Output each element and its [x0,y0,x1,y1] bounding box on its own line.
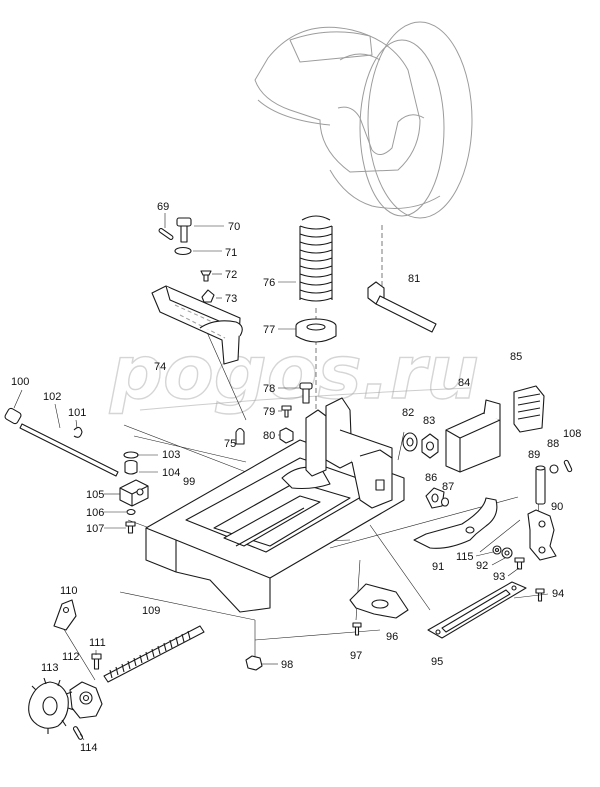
part-110-lever [53,599,77,631]
part-88-washer [549,464,559,474]
saw-head-outline [254,21,473,219]
label-92: 92 [476,560,488,572]
part-73-nut [201,289,215,303]
part-109-threaded-rod [103,625,205,683]
label-70: 70 [228,221,240,233]
label-79: 79 [263,406,275,418]
label-109: 109 [142,605,160,617]
part-82-washer [402,432,418,452]
part-87-washer [440,497,450,507]
watermark: pogos.ru [108,329,479,416]
part-83-nut [421,433,439,459]
label-71: 71 [225,247,237,259]
label-96: 96 [386,631,398,643]
label-99: 99 [183,476,195,488]
label-115: 115 [456,551,474,563]
label-102: 102 [43,391,61,403]
label-103: 103 [162,449,180,461]
part-84-chip-box [445,399,501,473]
label-69: 69 [157,201,169,213]
part-76-spring [299,215,333,302]
label-82: 82 [402,407,414,419]
label-86: 86 [425,472,437,484]
label-97: 97 [350,650,362,662]
part-113-knob [28,677,75,734]
label-73: 73 [225,293,237,305]
part-98-nut [245,655,263,671]
part-85-plate [513,385,545,433]
part-103-washer [123,451,139,459]
label-107: 107 [86,523,104,535]
part-80-block [279,427,294,444]
part-114-pin [72,726,84,740]
label-81: 81 [408,273,420,285]
label-72: 72 [225,269,237,281]
label-100: 100 [11,376,29,388]
label-76: 76 [263,277,275,289]
label-89: 89 [528,449,540,461]
part-92-nut [501,547,513,559]
part-89-pin [535,465,546,505]
part-70-bolt [176,217,192,243]
label-84: 84 [458,377,470,389]
part-93-screw [514,557,525,570]
label-101: 101 [68,407,86,419]
part-81-long-bolt [367,281,437,333]
part-71-washer [174,246,192,256]
part-104-bushing [124,459,138,475]
part-97-screw [352,622,362,636]
label-112: 112 [62,651,80,663]
part-101-clip [73,426,83,438]
part-115-washer [492,545,502,555]
part-75-pin [235,427,245,445]
label-85: 85 [510,351,522,363]
label-93: 93 [493,571,505,583]
label-111: 111 [89,637,106,649]
label-80: 80 [263,430,275,442]
label-88: 88 [547,438,559,450]
label-74: 74 [154,361,166,373]
part-95-guide-plate [427,581,527,639]
part-77-spring-holder [295,318,337,343]
label-104: 104 [162,467,180,479]
label-105: 105 [86,489,104,501]
part-number-labels: 69 70 71 72 73 74 75 76 77 78 79 80 81 8… [11,201,581,754]
label-91: 91 [432,561,444,573]
label-98: 98 [281,659,293,671]
part-96-base-plate [349,583,409,619]
label-114: 114 [80,742,98,754]
part-78-bolt [299,382,313,404]
part-102-rod [19,423,119,477]
part-111-screw [91,653,102,670]
callout-lines [13,213,549,741]
part-106-nut [126,508,136,516]
part-112-vise-holder [69,681,103,719]
label-75: 75 [224,438,236,450]
part-79-screw [281,405,292,418]
label-95: 95 [431,656,443,668]
part-91-clamp-arm [413,497,498,549]
part-100-cap [4,407,22,425]
part-105-clamp-block [119,479,149,507]
label-77: 77 [263,324,275,336]
label-113: 113 [41,662,59,674]
part-72-screw [200,270,212,282]
label-110: 110 [60,585,78,597]
svg-text:pogos.ru: pogos.ru [109,330,479,416]
label-94: 94 [552,588,564,600]
part-94-screw [535,588,545,602]
part-69-pin [158,228,174,240]
part-108-pin [563,459,573,473]
part-74-guide-bracket [151,285,243,365]
label-108: 108 [563,428,581,440]
label-90: 90 [551,501,563,513]
part-107-screw [125,521,136,534]
label-78: 78 [263,383,275,395]
part-99-base [145,397,405,613]
label-83: 83 [423,415,435,427]
part-90-bracket [527,509,557,561]
label-106: 106 [86,507,104,519]
label-87: 87 [442,481,454,493]
